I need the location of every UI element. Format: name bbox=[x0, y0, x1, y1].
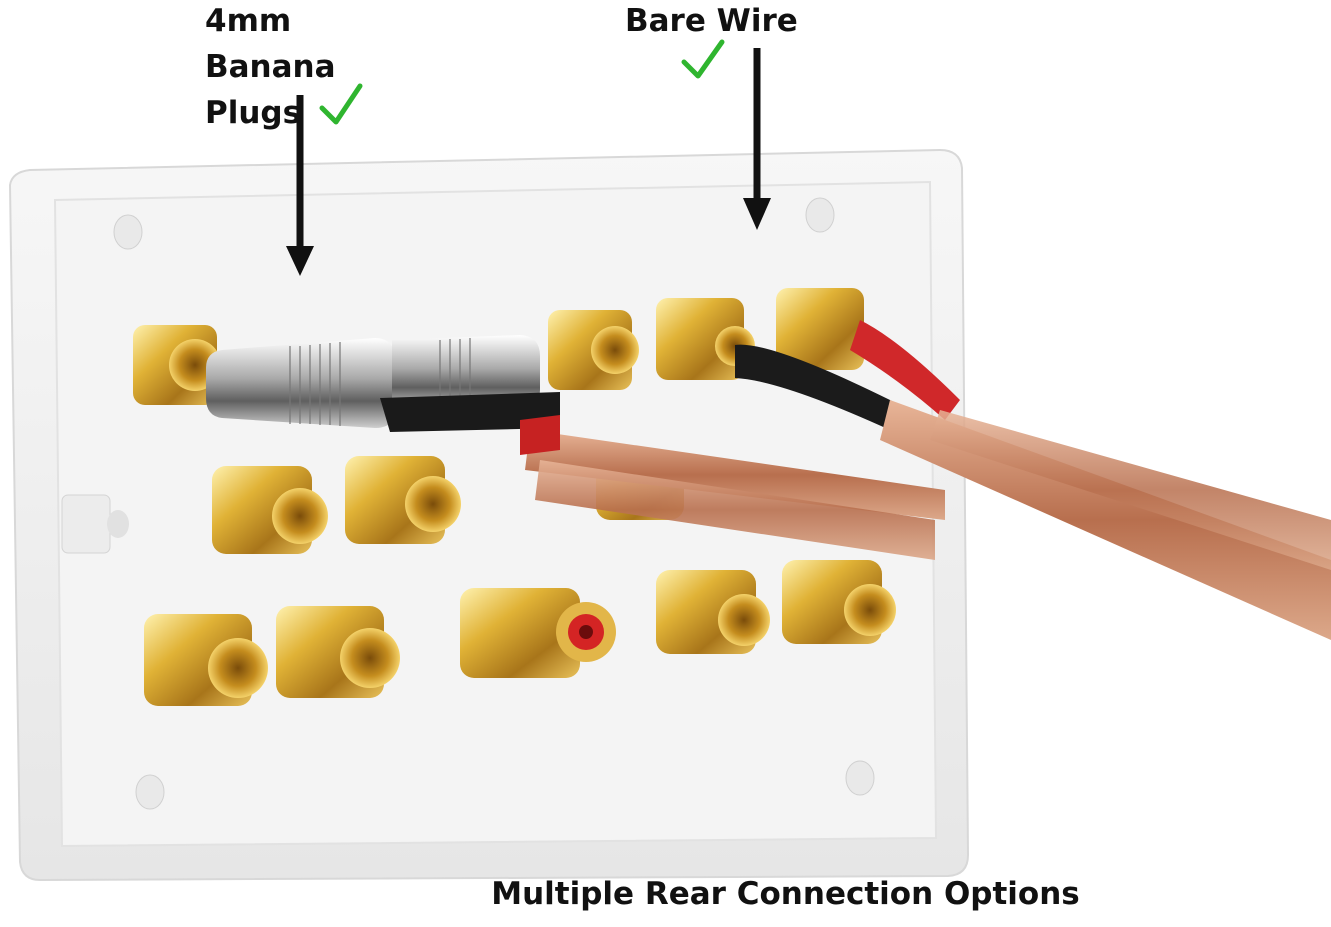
rca-socket bbox=[460, 588, 616, 678]
banana-check-icon bbox=[319, 83, 363, 125]
banana-label-line3: Plugs bbox=[205, 95, 302, 131]
bare-wire-arrow bbox=[743, 48, 771, 230]
banana-plugs bbox=[206, 335, 540, 428]
banana-label-line2: Banana bbox=[205, 49, 336, 85]
bare-wire-check-icon bbox=[681, 39, 725, 79]
banana-plugs-label: 4mm Banana Plugs bbox=[205, 0, 336, 138]
cables bbox=[380, 320, 1331, 640]
banana-label-line1: 4mm bbox=[205, 3, 292, 39]
banana-arrow bbox=[286, 95, 314, 276]
caption: Multiple Rear Connection Options bbox=[491, 876, 1080, 912]
bare-wire-label: Bare Wire bbox=[625, 3, 798, 39]
